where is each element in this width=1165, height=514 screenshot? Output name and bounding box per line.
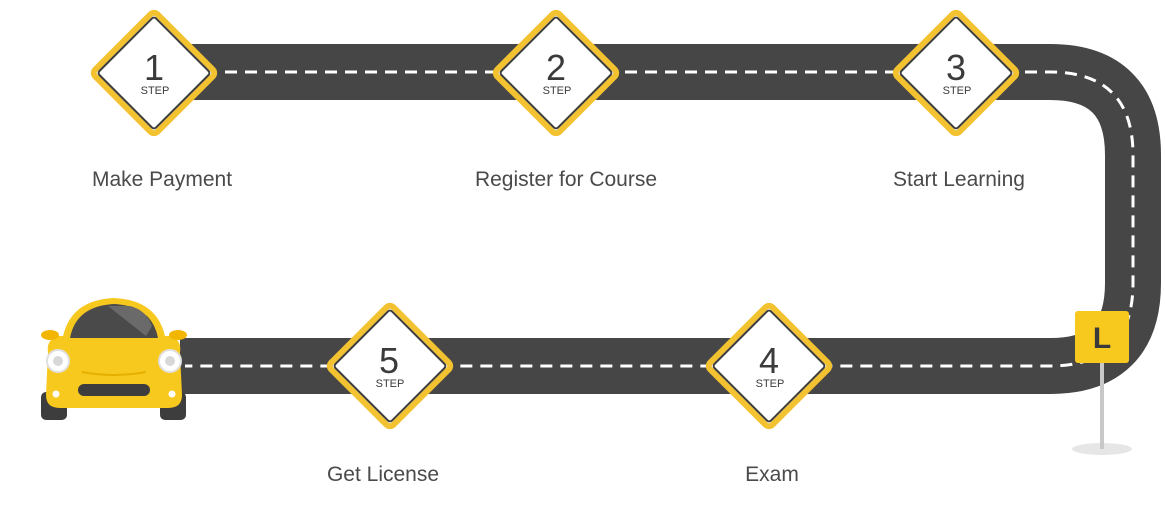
car-fog-light-left <box>52 390 60 398</box>
car-fog-light-right <box>168 390 176 398</box>
step-label: Get License <box>327 463 439 486</box>
road-lane-markings <box>185 70 1135 368</box>
step-sign-diamond <box>492 9 620 137</box>
step-number: 1 <box>144 47 164 88</box>
step-number: 2 <box>546 47 566 88</box>
step-word: STEP <box>543 85 572 97</box>
car-illustration <box>41 298 187 420</box>
step-sign-inner-border <box>712 309 826 423</box>
road-surface <box>180 44 1161 394</box>
car-windshield-glare <box>108 306 152 336</box>
step-sign-inner-border <box>499 16 613 130</box>
car-headlight-left-inner <box>53 356 63 366</box>
step-word: STEP <box>376 378 405 390</box>
step-word: STEP <box>756 378 785 390</box>
learner-sign: L <box>1072 311 1132 455</box>
car-mirror-left <box>41 330 59 340</box>
step-label: Make Payment <box>92 168 232 191</box>
step-label: Register for Course <box>475 168 657 191</box>
sign-plate <box>1075 311 1129 363</box>
step-2: 2 STEP Register for Course <box>475 9 657 191</box>
car-headlight-right-inner <box>165 356 175 366</box>
car-body <box>46 336 182 408</box>
car-mirror-right <box>169 330 187 340</box>
step-sign-inner-border <box>97 16 211 130</box>
step-number: 3 <box>946 47 966 88</box>
step-word: STEP <box>141 85 170 97</box>
step-number: 4 <box>759 340 779 381</box>
road <box>180 44 1161 394</box>
step-sign-diamond <box>705 302 833 430</box>
sign-letter: L <box>1093 322 1111 355</box>
step-sign-diamond <box>326 302 454 430</box>
sign-post <box>1100 350 1104 449</box>
step-word: STEP <box>943 85 972 97</box>
step-sign-inner-border <box>899 16 1013 130</box>
step-3: 3 STEP Start Learning <box>892 9 1025 191</box>
step-label: Exam <box>745 463 799 486</box>
car-grille <box>78 384 150 396</box>
step-sign-diamond <box>90 9 218 137</box>
step-label: Start Learning <box>893 168 1025 191</box>
step-sign-inner-border <box>333 309 447 423</box>
step-number: 5 <box>379 340 399 381</box>
step-1: 1 STEP Make Payment <box>90 9 232 191</box>
car-hood-line <box>81 371 147 376</box>
step-sign-diamond <box>892 9 1020 137</box>
step-5: 5 STEP Get License <box>326 302 454 486</box>
step-4: 4 STEP Exam <box>705 302 833 486</box>
